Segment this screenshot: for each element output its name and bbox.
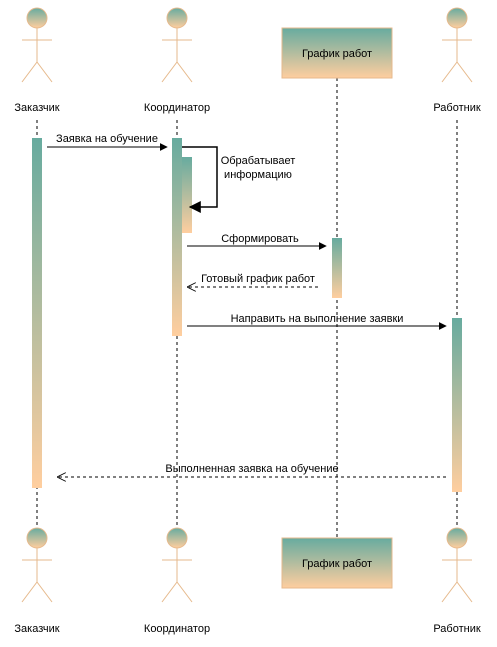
message-m3: Сформировать [187,233,327,250]
actor-name-customer-bottom: Заказчик [14,623,59,635]
activation-coordinator-nested [182,157,192,233]
actor-name-customer-top: Заказчик [14,102,59,114]
actor-figure-icon [161,7,193,83]
message-m5: Направить на выполнение заявки [187,313,447,330]
actor-name-coordinator-top: Координатор [144,102,210,114]
actor-coordinator-top: Координатор [144,7,210,114]
actor-figure-icon [21,7,53,83]
activations [32,138,462,492]
message-label: Сформировать [221,233,299,245]
activation-schedule [332,238,342,298]
message-label: Заявка на обучение [56,133,158,145]
message-label-line-1: Обрабатывает [221,155,296,167]
message-m4: Готовый график работ [188,273,318,287]
actor-figure-icon [21,527,53,603]
object-box [281,27,393,79]
actor-name-coordinator-bottom: Координатор [144,623,210,635]
object-schedule-top: График работ [281,27,393,79]
actor-figure-icon [161,527,193,603]
message-label-line-2: информацию [224,169,292,181]
actor-figure-icon [441,7,473,83]
object-name-schedule-bottom: График работ [302,558,372,570]
message-arrow [182,146,218,213]
actor-coordinator-bottom: Координатор [144,527,210,635]
activation-customer [32,138,42,488]
message-m6: Выполненная заявка на обучение [58,463,446,477]
object-name-schedule-top: График работ [302,48,372,60]
actor-name-worker-top: Работник [433,102,481,114]
actor-customer-bottom: Заказчик [14,527,60,635]
activation-coordinator [172,138,182,336]
actor-name-worker-bottom: Работник [433,623,481,635]
object-box [281,537,393,589]
message-label: Выполненная заявка на обучение [165,463,338,475]
actor-worker-top: Работник [433,7,481,114]
activation-worker [452,318,462,492]
object-schedule-bottom: График работ [281,537,393,589]
actor-figure-icon [441,527,473,603]
message-m2-self: Обрабатывает информацию [182,146,296,213]
message-label: Направить на выполнение заявки [231,313,404,325]
message-label: Готовый график работ [201,273,315,285]
message-m1: Заявка на обучение [47,133,168,151]
actor-customer-top: Заказчик [14,7,60,114]
actor-worker-bottom: Работник [433,527,481,635]
